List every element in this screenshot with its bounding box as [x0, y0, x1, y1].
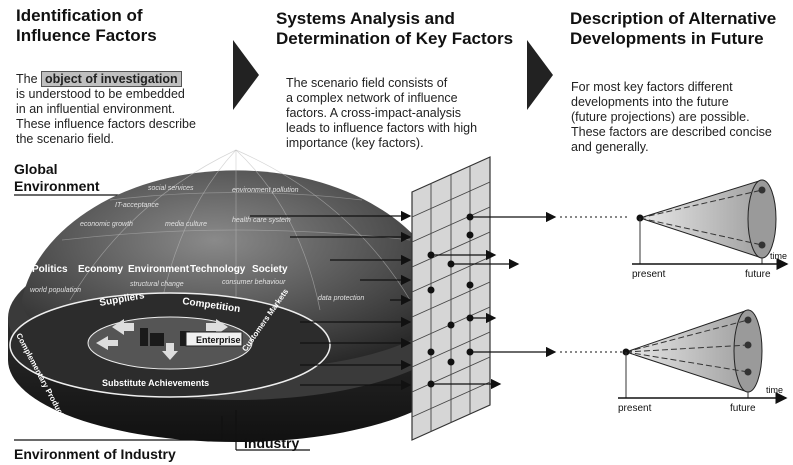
cone-1-present: present: [632, 269, 666, 280]
column-2-text-line1: The scenario field consists of: [286, 76, 448, 90]
environment-of-industry-label: Environment of Industry: [14, 446, 176, 462]
column-1-title-line1: Identification of: [16, 6, 143, 25]
global-environment-label: Global Environment: [14, 161, 123, 202]
column-1-title-line2: Influence Factors: [16, 26, 157, 45]
column-3-text: For most key factors different developme…: [571, 80, 793, 155]
industry-label: Industry: [244, 435, 299, 451]
small-factor-labels: social services environment pollution IT…: [30, 185, 364, 302]
factor-technology: Technology: [190, 264, 246, 275]
column-3-title: Description of Alternative Developments …: [570, 9, 776, 49]
factor-economic-growth: economic growth: [80, 221, 133, 228]
column-1-text-line5: the scenario field.: [16, 132, 114, 146]
column-3-title-line1: Description of Alternative: [570, 9, 777, 28]
column-1-text-line2: is understood to be embedded: [16, 87, 185, 101]
factor-environment-pollution: environment pollution: [232, 187, 299, 194]
industry-disk: Enterprise: [9, 292, 331, 398]
factor-economy: Economy: [78, 264, 123, 275]
column-3-title-line2: Developments in Future: [570, 29, 764, 48]
column-1-text-line4: These influence factors describe: [16, 117, 196, 131]
column-3-text-line2: developments into the future: [571, 95, 729, 109]
column-3-text-line5: and generally.: [571, 140, 649, 154]
column-3-text-line1: For most key factors different: [571, 80, 733, 94]
factor-environment: Environment: [128, 264, 190, 275]
column-2-title-line1: Systems Analysis and: [276, 9, 455, 28]
industry-label-group: Industry: [235, 410, 310, 451]
cone-1-future: future: [745, 269, 771, 280]
dotted-connectors: [560, 216, 630, 353]
column-3-text-line4: These factors are described concise: [571, 125, 772, 139]
factor-world-population: world population: [30, 287, 81, 294]
factor-social-services: social services: [148, 185, 194, 192]
cone-1-time: time: [770, 251, 787, 261]
column-1-text-prefix: The: [16, 72, 38, 86]
column-2-text-line2: a complex network of influence: [286, 91, 458, 105]
key-factor-arrows: [431, 211, 557, 390]
column-1-text-line3: in an influential environment.: [16, 102, 176, 116]
environment-of-industry-group: Environment of Industry: [14, 416, 223, 462]
object-of-investigation-box: object of investigation: [41, 71, 182, 87]
cross-impact-grid: [411, 156, 491, 441]
cone-2-present: present: [618, 403, 652, 414]
column-1-title: Identification of Influence Factors: [16, 6, 157, 46]
factor-health-care-system: health care system: [232, 217, 291, 224]
column-2-title: Systems Analysis and Determination of Ke…: [276, 9, 513, 49]
column-1-text: The object of investigation is understoo…: [16, 71, 231, 147]
projection-cone-1: present future time: [632, 179, 789, 280]
ring-substitute-achievements: Substitute Achievements: [102, 378, 209, 388]
column-2-text-line5: importance (key factors).: [286, 136, 424, 150]
chevron-arrow-2: [527, 40, 553, 110]
factor-media-culture: media culture: [165, 221, 207, 228]
global-label-line1: Global: [14, 161, 58, 177]
enterprise-label: Enterprise: [196, 335, 241, 345]
cone-2-time: time: [766, 385, 783, 395]
column-2-text: The scenario field consists of a complex…: [286, 76, 516, 151]
factor-politics: Politics: [32, 264, 68, 275]
column-1-text-line1: The object of investigation: [16, 71, 231, 87]
global-label-line2: Environment: [14, 178, 100, 194]
influence-arrows: [250, 210, 412, 391]
factor-data-protection: data protection: [318, 295, 364, 302]
chevron-arrow-1: [233, 40, 259, 110]
column-3-text-line3: (future projections) are possible.: [571, 110, 750, 124]
factor-it-acceptance: IT-acceptance: [115, 202, 159, 209]
main-factor-labels: Politics Economy Environment Technology …: [32, 264, 288, 275]
column-2-text-line4: leads to influence factors with high: [286, 121, 478, 135]
projection-cone-2: present future time: [618, 309, 788, 414]
column-2-title-line2: Determination of Key Factors: [276, 29, 514, 48]
factor-structural-change: structural change: [130, 281, 184, 288]
factor-consumer-behaviour: consumer behaviour: [222, 279, 286, 286]
factor-society: Society: [252, 264, 288, 275]
cone-2-future: future: [730, 403, 756, 414]
column-2-text-line3: factors. A cross-impact-analysis: [286, 106, 462, 120]
